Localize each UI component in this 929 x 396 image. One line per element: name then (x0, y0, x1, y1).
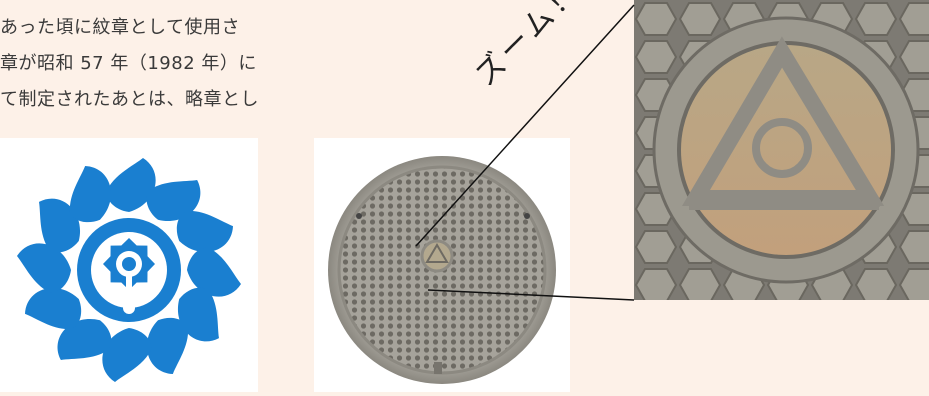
emblem-petal (178, 287, 219, 342)
emblem-petal (39, 198, 80, 253)
emblem-petal (187, 247, 241, 297)
manhole-triangle-emblem-icon (634, 0, 929, 300)
article-line-3: て制定されたあとは、略章とし (0, 89, 259, 110)
emblem-petal (102, 328, 152, 382)
emblem-petal (25, 287, 82, 330)
emblem-petal (17, 243, 71, 293)
emblem-petal (176, 210, 233, 253)
manhole-photo (314, 138, 570, 392)
town-emblem-icon (17, 158, 241, 382)
article-line-1: あった頃に紋章として使用さ (0, 17, 240, 38)
article-line-2: 章が昭和 57 年（1982 年）に (0, 53, 257, 74)
article-text: あった頃に紋章として使用さ 章が昭和 57 年（1982 年）に て制定されたあ… (0, 10, 360, 118)
emblem-image (0, 138, 258, 392)
zoom-detail-image (634, 0, 929, 300)
emblem-petal (106, 158, 156, 212)
emblem-petal (69, 166, 112, 223)
emblem-petal (57, 319, 112, 360)
manhole-cover-icon (328, 156, 556, 384)
zoom-callout-label: ズーム！ (468, 0, 589, 93)
emblem-petal (146, 317, 189, 374)
emblem-petal (146, 180, 201, 221)
